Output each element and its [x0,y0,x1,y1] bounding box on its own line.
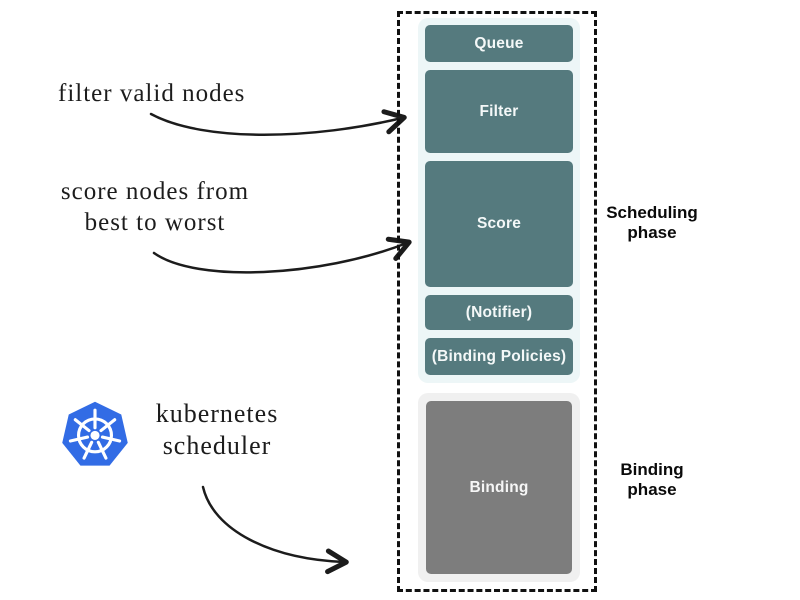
score-arrow [152,236,412,274]
score-nodes-note: score nodes from best to worst [60,178,250,236]
step-binding-policies: (Binding Policies) [425,338,573,375]
step-filter: Filter [425,70,573,153]
filter-arrow [149,109,407,136]
scheduling-phase-container: Queue Filter Score (Notifier) (Binding P… [418,18,580,383]
scheduler-arrow [201,485,349,575]
kubernetes-scheduler-note: kubernetes scheduler [155,399,279,460]
step-notifier: (Notifier) [425,295,573,330]
filter-valid-nodes-note: filter valid nodes [58,80,246,107]
scheduling-phase-label: Scheduling phase [606,203,698,242]
step-queue: Queue [425,25,573,62]
binding-phase-label: Binding phase [620,460,684,499]
scheduler-boundary [397,11,597,592]
binding-phase-container: Binding [418,393,580,582]
kubernetes-logo-icon [62,401,128,466]
step-binding: Binding [426,401,572,574]
kubernetes-scheduler-group: kubernetes scheduler [60,396,292,472]
step-score: Score [425,161,573,287]
